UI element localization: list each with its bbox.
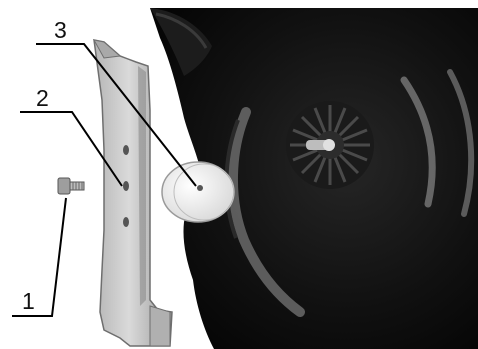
callout-1: 1 bbox=[22, 288, 35, 314]
leader-line-1 bbox=[12, 198, 66, 316]
shaft-tip bbox=[323, 139, 335, 151]
bolt-head bbox=[58, 178, 70, 194]
blade-body bbox=[94, 40, 172, 346]
blade-hole-3 bbox=[123, 217, 129, 227]
blade-bolt bbox=[58, 178, 84, 194]
callout-3: 3 bbox=[54, 17, 67, 43]
blade-holder-disc bbox=[162, 162, 234, 222]
blade-hole-1 bbox=[123, 145, 129, 155]
blade bbox=[94, 40, 172, 346]
blade-bottom-wing bbox=[150, 306, 170, 346]
disc-center-hole bbox=[197, 185, 203, 191]
blade-hole-2 bbox=[123, 181, 129, 191]
callout-2: 2 bbox=[36, 85, 49, 111]
